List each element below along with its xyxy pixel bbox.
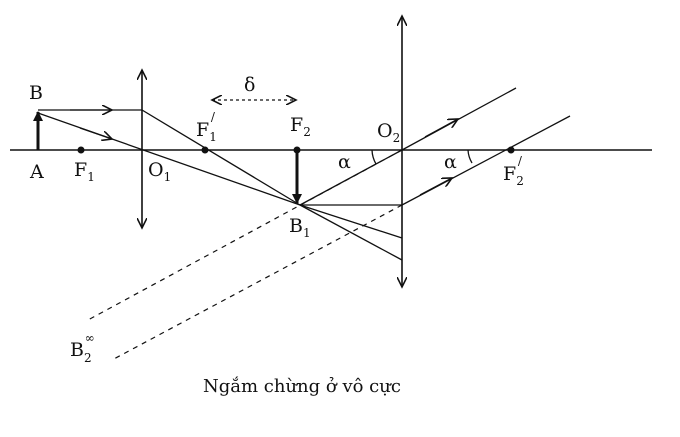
- label-alpha-o2: α: [338, 151, 351, 173]
- ray-b1-lower-1: [299, 204, 403, 239]
- label-b1: B1: [289, 215, 311, 240]
- ray-b1-lower-2: [299, 204, 403, 261]
- ray-center-arrow: [79, 127, 112, 139]
- ray-b1-to-o2: [299, 149, 403, 206]
- label-b: B: [29, 82, 43, 104]
- focal-point-f1: [77, 146, 85, 154]
- label-delta: δ: [244, 74, 255, 96]
- label-o2: O2: [377, 120, 400, 145]
- label-f1-prime: F1/: [196, 110, 217, 144]
- emergent-ray-1-arrow: [424, 119, 458, 138]
- label-alpha-f2: α: [444, 151, 457, 173]
- label-a: A: [29, 161, 44, 183]
- angle-arc-f2: [467, 149, 473, 164]
- diagram-caption: Ngắm chừng ở vô cực: [203, 375, 401, 397]
- focal-point-f2: [293, 146, 301, 154]
- virtual-ray-2: [111, 204, 403, 361]
- angle-arc-o2: [371, 149, 377, 165]
- label-f1: F1: [74, 159, 95, 184]
- emergent-ray-1: [401, 87, 517, 151]
- label-f2-prime: F2/: [503, 154, 524, 188]
- emergent-ray-2-arrow: [419, 178, 452, 196]
- label-o1: O1: [148, 159, 171, 184]
- label-b2-infinity: B2∞: [70, 331, 95, 365]
- label-f2: F2: [290, 114, 311, 139]
